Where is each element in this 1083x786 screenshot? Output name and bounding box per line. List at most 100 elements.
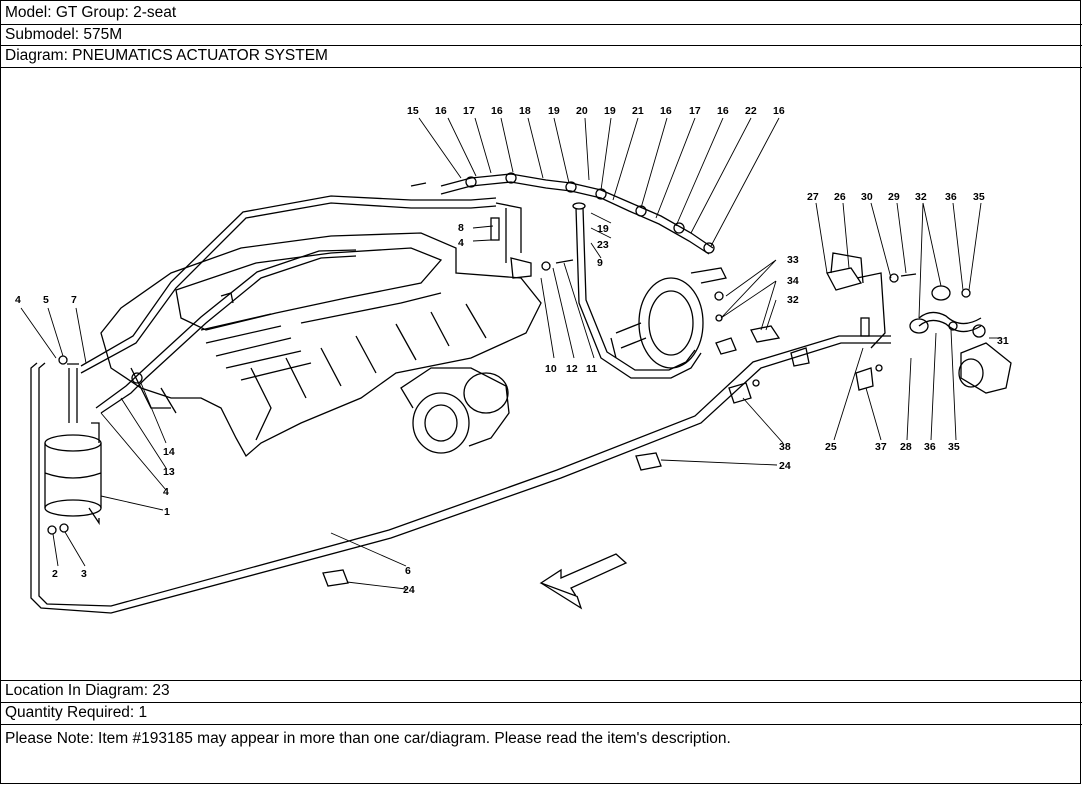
grommet-19c [572,202,586,210]
fitting-5 [58,355,68,365]
throttle-housing [400,367,510,447]
nut-33 [714,291,724,301]
note-row: Please Note: Item #193185 may appear in … [5,730,731,747]
washer-34 [715,314,723,322]
washer-30 [889,273,899,283]
clip-32c [750,325,781,343]
throttle-flange [463,372,509,414]
right-clip-leaders [720,259,777,331]
right-leader-lines [815,202,982,319]
pipe-6 [30,342,891,614]
callout-labels: 15 16 17 16 18 19 20 19 21 16 17 16 22 1… [15,105,1009,596]
submodel-row: Submodel: 575M [1,25,1082,46]
callout-1: 1 [164,506,170,518]
clamp-32a [931,285,951,301]
booster-bracket [690,267,727,284]
diagram-linework [20,117,1012,614]
clip-16d [673,222,685,234]
plenum-top [175,247,443,331]
callout-4: 4 [163,486,169,498]
bracket-clip [790,347,810,367]
callout-31: 31 [997,335,1009,347]
washer-36 [948,321,958,331]
clip-24a [635,452,662,471]
clamp-32b [909,318,929,334]
lower-right-leaders [660,329,957,466]
washer-3 [59,523,69,533]
vacuum-tank-top [44,434,102,452]
clip-19a [565,181,577,193]
top-hose-assembly [440,173,714,249]
intake-runners [250,303,487,441]
callout-36: 36 [945,191,957,203]
callout-9: 9 [597,257,603,269]
callout-24: 24 [403,584,415,596]
callout-19: 19 [548,105,560,117]
hose-28 [918,311,982,325]
callout-24: 24 [779,460,791,472]
forward-direction-arrow [539,553,628,598]
plenum-seam [300,292,442,324]
callout-14: 14 [163,446,175,458]
callout-18: 18 [519,105,531,117]
callout-4: 4 [458,237,464,249]
callout-34: 34 [787,275,799,287]
vacuum-tank-bottom [44,499,102,517]
callout-37: 37 [875,441,887,453]
hose-23-inner [582,207,696,371]
callout-25: 25 [825,441,837,453]
callout-19: 19 [597,223,609,235]
callout-11: 11 [586,363,597,375]
exploded-parts-diagram: 15 16 17 16 18 19 20 19 21 16 17 16 22 1… [1,68,1082,681]
brake-booster [638,277,704,369]
fitting-8 [490,217,500,241]
washer-38 [752,379,760,387]
clip-37 [855,367,874,391]
valve-27 [826,267,863,291]
tank-brackets [88,422,100,526]
upper-hose-inner [80,195,497,367]
washer-leader-lines [52,531,86,567]
callout-27: 27 [807,191,819,203]
callout-4: 4 [15,294,21,306]
callout-32: 32 [915,191,927,203]
callout-17: 17 [463,105,475,117]
callout-32: 32 [787,294,799,306]
clip-24b [322,569,349,587]
callout-16: 16 [435,105,447,117]
vacuum-tank-seam [44,472,102,479]
washer-12 [541,261,551,271]
callout-21: 21 [632,105,644,117]
clip-16b [505,172,517,184]
callout-6: 6 [405,565,411,577]
small-fittings [220,182,427,304]
hose-26 [830,252,864,284]
callout-16: 16 [491,105,503,117]
callout-28: 28 [900,441,912,453]
lower-hose-inner [95,249,357,409]
hose-25 [856,272,886,349]
master-cylinder [610,322,647,359]
callout-2: 2 [52,568,58,580]
washer-2 [47,525,57,535]
callout-5: 5 [43,294,49,306]
callout-38: 38 [779,441,791,453]
plenum-ribs [200,313,312,381]
tank-leader-lines [100,382,167,511]
booster-face [648,290,694,356]
model-row: Model: GT Group: 2-seat [1,3,1082,25]
quantity-row: Quantity Required: 1 [1,703,1082,725]
throttle-bore [424,404,458,442]
clip-33 [715,337,737,355]
callout-30: 30 [861,191,873,203]
hose-23 [575,207,702,379]
intake-manifold-outline [100,232,542,458]
t-fitting-4 [495,202,522,263]
washer-35 [961,288,971,298]
vacuum-tank-sides [44,443,102,508]
callout-3: 3 [81,568,87,580]
diagram-title-row: Diagram: PNEUMATICS ACTUATOR SYSTEM [1,46,1082,68]
callout-26: 26 [834,191,846,203]
callout-16: 16 [717,105,729,117]
oring-31 [972,324,986,338]
